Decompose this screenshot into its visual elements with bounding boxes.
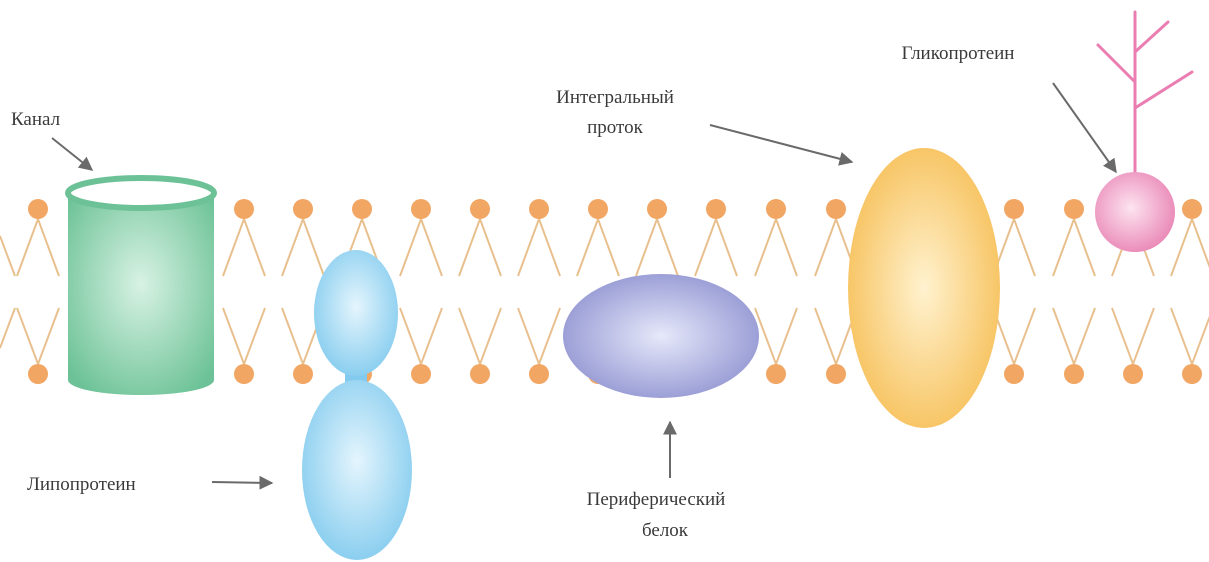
carbohydrate-chain	[1098, 12, 1192, 190]
phospholipid-top	[1171, 199, 1209, 276]
label-peripheral-line2: белок	[642, 520, 689, 541]
label-glycoprotein: Гликопротеин	[902, 43, 1015, 64]
phospholipid-top	[400, 199, 442, 276]
phospholipid-bottom	[1053, 308, 1095, 384]
arrow-integral	[710, 125, 852, 162]
phospholipid-bottom	[518, 308, 560, 384]
phospholipid-top	[518, 199, 560, 276]
arrow-glycoprotein	[1053, 83, 1116, 172]
phospholipid-bottom	[1171, 308, 1209, 384]
phospholipid-tail-edge	[0, 308, 15, 348]
phospholipid-bottom	[993, 308, 1035, 384]
phospholipid-bottom	[755, 308, 797, 384]
phospholipid-bottom	[1112, 308, 1154, 384]
label-peripheral-line1: Периферический	[587, 489, 726, 510]
phospholipid-top	[17, 199, 59, 276]
lipoprotein	[302, 250, 412, 560]
phospholipid-bottom	[459, 308, 501, 384]
phospholipid-bottom	[17, 308, 59, 384]
arrow-channel	[52, 138, 92, 170]
phospholipid-top	[1053, 199, 1095, 276]
phospholipid-bottom	[400, 308, 442, 384]
phospholipid-bottom	[223, 308, 265, 384]
phospholipid-tail-edge	[0, 236, 15, 276]
label-integral-line2: проток	[587, 117, 643, 138]
channel-protein	[68, 178, 214, 395]
label-integral-line1: Интегральный	[556, 87, 674, 108]
phospholipid-top	[459, 199, 501, 276]
peripheral-protein	[563, 274, 759, 398]
label-lipoprotein: Липопротеин	[27, 474, 136, 495]
phospholipid-top	[223, 199, 265, 276]
phospholipid-top	[577, 199, 619, 276]
integral-protein	[848, 148, 1000, 428]
label-channel: Канал	[11, 109, 61, 130]
glycoprotein	[1095, 12, 1192, 252]
phospholipid-top	[993, 199, 1035, 276]
phospholipid-top	[282, 199, 324, 276]
phospholipid-top	[636, 199, 678, 276]
arrow-lipoprotein	[212, 482, 272, 483]
phospholipid-top	[755, 199, 797, 276]
phospholipid-top	[695, 199, 737, 276]
